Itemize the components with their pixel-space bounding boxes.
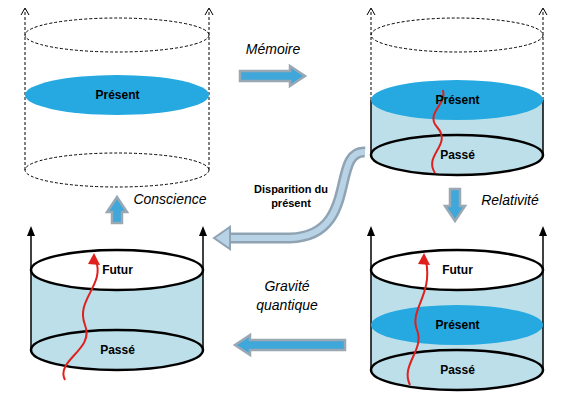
transition-arrow	[240, 66, 305, 86]
cylinder-part	[209, 9, 210, 170]
arrow-shape	[235, 335, 345, 355]
cylinder-part	[370, 270, 372, 370]
time-label: Passé	[25, 342, 210, 358]
cylinder-part	[25, 18, 209, 52]
cylinder-part	[542, 100, 544, 155]
cylinder-part	[25, 9, 26, 170]
cylinder-part	[88, 253, 100, 265]
cylinder-part	[542, 231, 544, 270]
cylinder-part	[25, 153, 209, 187]
time-cylinder: FuturPrésentPassé	[365, 225, 550, 395]
arrow-shape	[228, 152, 365, 238]
cylinder-part	[371, 18, 543, 52]
arrow-shape	[214, 227, 230, 249]
transition-label: Gravité quantique	[238, 277, 336, 315]
cylinder-part	[418, 253, 430, 265]
cylinder-part	[27, 226, 35, 236]
transition-label: Mémoire	[228, 40, 318, 59]
cylinder-part	[542, 270, 544, 370]
time-cylinder: Présent	[20, 5, 215, 195]
transition-arrow	[214, 152, 365, 249]
cylinder-part	[408, 261, 428, 385]
transition-arrow	[107, 197, 127, 223]
time-label: Futur	[365, 262, 550, 278]
time-label: Présent	[20, 87, 215, 103]
arrow-shape	[228, 152, 365, 238]
cylinder-part	[367, 226, 375, 236]
arrow-shape	[107, 197, 127, 223]
cylinder-part	[63, 261, 97, 380]
time-label: Passé	[365, 147, 550, 163]
time-label: Présent	[365, 317, 550, 333]
cylinder-part	[539, 8, 547, 15]
cylinder-part	[205, 8, 213, 15]
transition-label: Relativité	[468, 191, 552, 210]
cylinder-part	[539, 226, 547, 236]
time-cylinder: FuturPassé	[25, 225, 210, 395]
cylinder-part	[370, 231, 372, 270]
cylinder-part	[370, 100, 372, 155]
cylinder-part	[543, 9, 544, 100]
cylinder-part	[199, 226, 207, 236]
cylinder-part	[30, 231, 32, 270]
cylinder-part	[30, 270, 32, 350]
cylinder-part	[202, 231, 204, 270]
arrow-shape	[445, 189, 465, 221]
time-label: Présent	[365, 92, 550, 108]
transition-arrow	[235, 335, 345, 355]
cylinder-part	[202, 270, 204, 350]
cylinder-part	[367, 8, 375, 15]
transition-label: Conscience	[124, 190, 216, 209]
transition-arrow	[445, 189, 465, 221]
cylinder-part	[21, 8, 29, 15]
cylinder-outline	[25, 225, 210, 395]
time-label: Passé	[365, 362, 550, 378]
time-label: Futur	[25, 262, 210, 278]
arrow-shape	[240, 66, 305, 86]
cylinder-part	[371, 9, 372, 100]
time-cylinder: PrésentPassé	[365, 5, 550, 185]
transition-label: Disparition du présent	[245, 182, 337, 210]
